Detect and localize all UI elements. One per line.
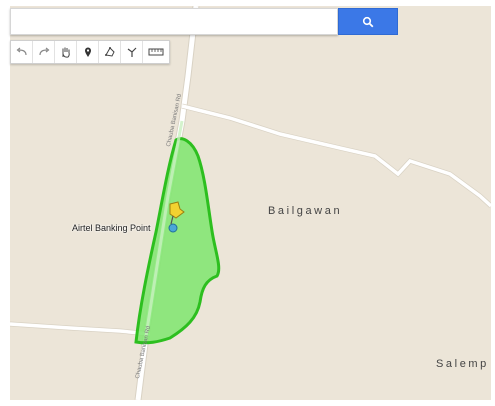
polygon-icon: [104, 47, 115, 57]
ruler-icon: [148, 48, 164, 56]
west-road: [10, 322, 151, 336]
polygon-tool-button[interactable]: [99, 41, 121, 63]
redo-icon: [38, 47, 49, 56]
east-road: [181, 104, 491, 208]
poi-marker-icon[interactable]: [168, 223, 178, 233]
drawn-polygon[interactable]: [134, 137, 221, 345]
undo-button[interactable]: [11, 41, 33, 63]
line-icon: [127, 47, 136, 57]
search-button[interactable]: [338, 8, 398, 35]
map-canvas[interactable]: Bailgawan Salemp Airtel Banking Point Ch…: [10, 6, 491, 400]
line-tool-button[interactable]: [121, 41, 143, 63]
search-input[interactable]: [10, 8, 338, 35]
map-toolbar: [10, 40, 170, 64]
pushpin-icon[interactable]: [169, 201, 185, 225]
marker-tool-button[interactable]: [77, 41, 99, 63]
marker-icon: [84, 47, 91, 57]
measure-tool-button[interactable]: [143, 41, 169, 63]
undo-icon: [16, 47, 27, 56]
map-base-layer: [10, 6, 491, 400]
poi-label-airtel[interactable]: Airtel Banking Point: [72, 223, 151, 233]
hand-icon: [62, 47, 70, 58]
redo-button[interactable]: [33, 41, 55, 63]
place-label-bailgawan: Bailgawan: [268, 205, 343, 217]
search-icon: [362, 16, 374, 27]
place-label-salemp: Salemp: [436, 358, 489, 370]
pan-tool-button[interactable]: [55, 41, 77, 63]
